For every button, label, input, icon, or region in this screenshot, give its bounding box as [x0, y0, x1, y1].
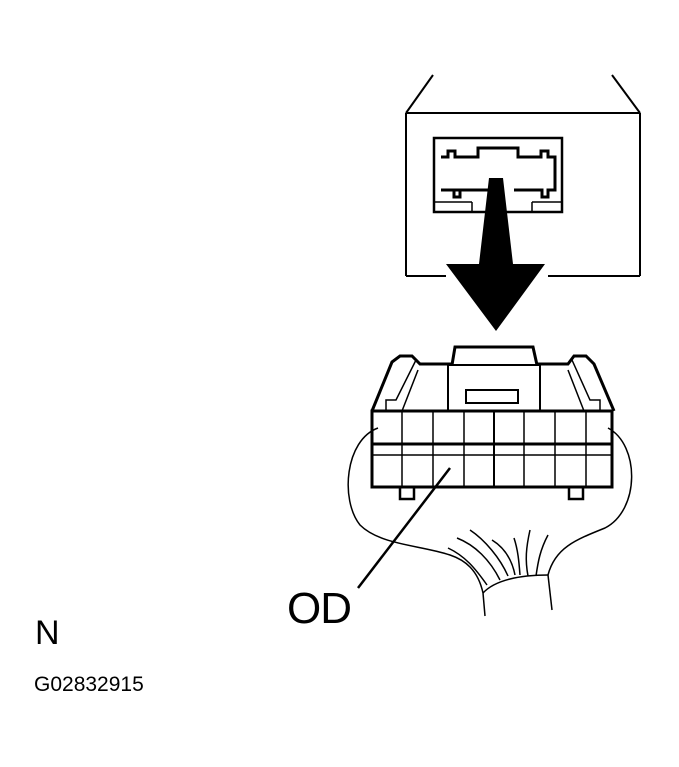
figure-code-label: G02832915 — [34, 673, 144, 696]
arrow-down-icon — [446, 178, 545, 331]
harness-connector — [370, 345, 616, 501]
inset-view — [405, 74, 641, 277]
od-leader-line — [357, 467, 451, 589]
connector-label-od: OD — [287, 584, 352, 633]
view-marker-label: N — [35, 614, 60, 652]
wire-bundle — [347, 427, 633, 617]
